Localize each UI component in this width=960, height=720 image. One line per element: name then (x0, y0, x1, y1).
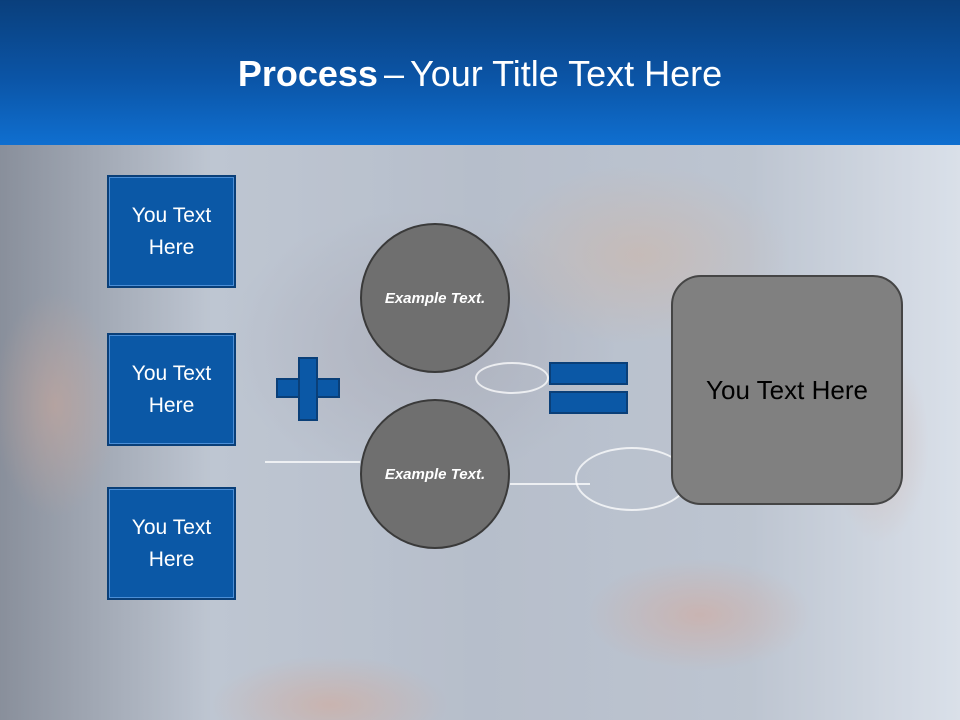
network-line (510, 483, 590, 485)
example-circle-1[interactable]: Example Text. (360, 223, 510, 373)
title-dash: – (383, 53, 404, 94)
result-label: You Text Here (706, 374, 868, 405)
title-bar: Process–Your Title Text Here (0, 0, 960, 145)
equals-icon-top-bar (549, 362, 628, 385)
text-box-label: You Text Here (131, 515, 212, 571)
network-ring (475, 362, 549, 394)
text-box-1[interactable]: You Text Here (107, 175, 236, 288)
title-rest: Your Title Text Here (409, 53, 723, 94)
circle-label: Example Text. (384, 465, 486, 483)
network-line (265, 461, 360, 463)
slide-title[interactable]: Process–Your Title Text Here (0, 52, 960, 96)
title-bold: Process (237, 53, 378, 94)
example-circle-2[interactable]: Example Text. (360, 399, 510, 549)
circle-label: Example Text. (384, 289, 486, 307)
text-box-2[interactable]: You Text Here (107, 333, 236, 446)
text-box-3[interactable]: You Text Here (107, 487, 236, 600)
equals-icon-bottom-bar (549, 391, 628, 414)
result-box[interactable]: You Text Here (671, 275, 903, 505)
plus-icon (276, 357, 340, 421)
text-box-label: You Text Here (131, 203, 212, 259)
text-box-label: You Text Here (131, 361, 212, 417)
